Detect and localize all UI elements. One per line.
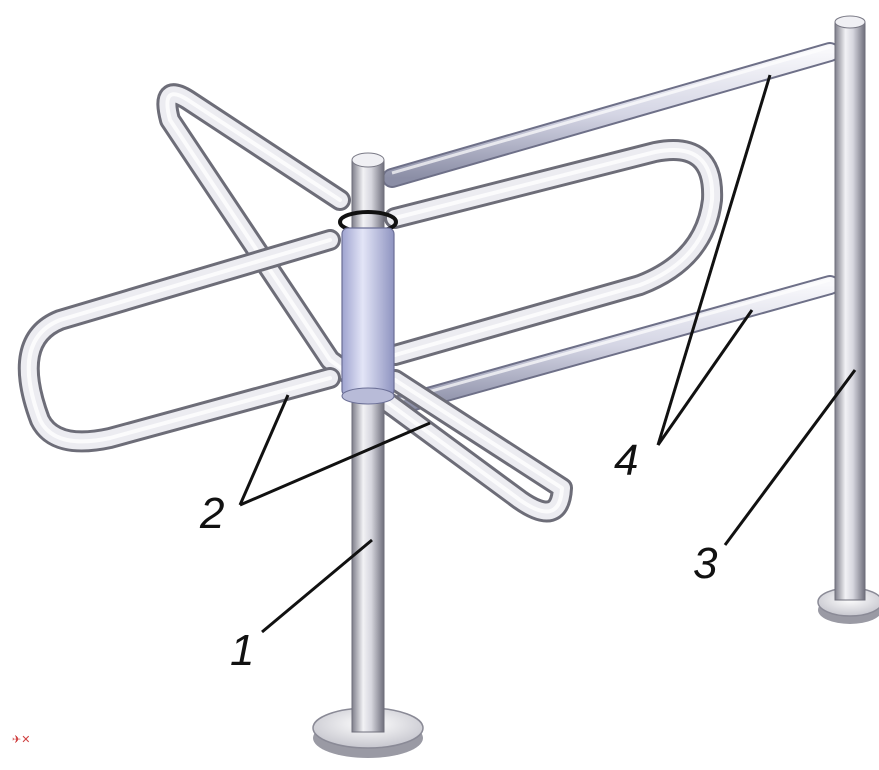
fixed-post (817, 15, 879, 624)
rotor-arm-front-loop (17, 229, 341, 453)
callout-2: 2 (199, 489, 224, 538)
rotor-arm-right-loop (384, 139, 724, 366)
callout-1: 1 (230, 626, 254, 675)
fixed-rail-upper (382, 42, 840, 188)
rotor-post (312, 152, 424, 758)
callout-4: 4 (614, 436, 638, 485)
rotor-arm-back-loop (156, 83, 573, 523)
fixed-rail-lower (382, 275, 840, 417)
corner-mark: ✈✕ (12, 733, 31, 746)
callout-3: 3 (693, 539, 718, 588)
leader-lines (238, 74, 857, 634)
